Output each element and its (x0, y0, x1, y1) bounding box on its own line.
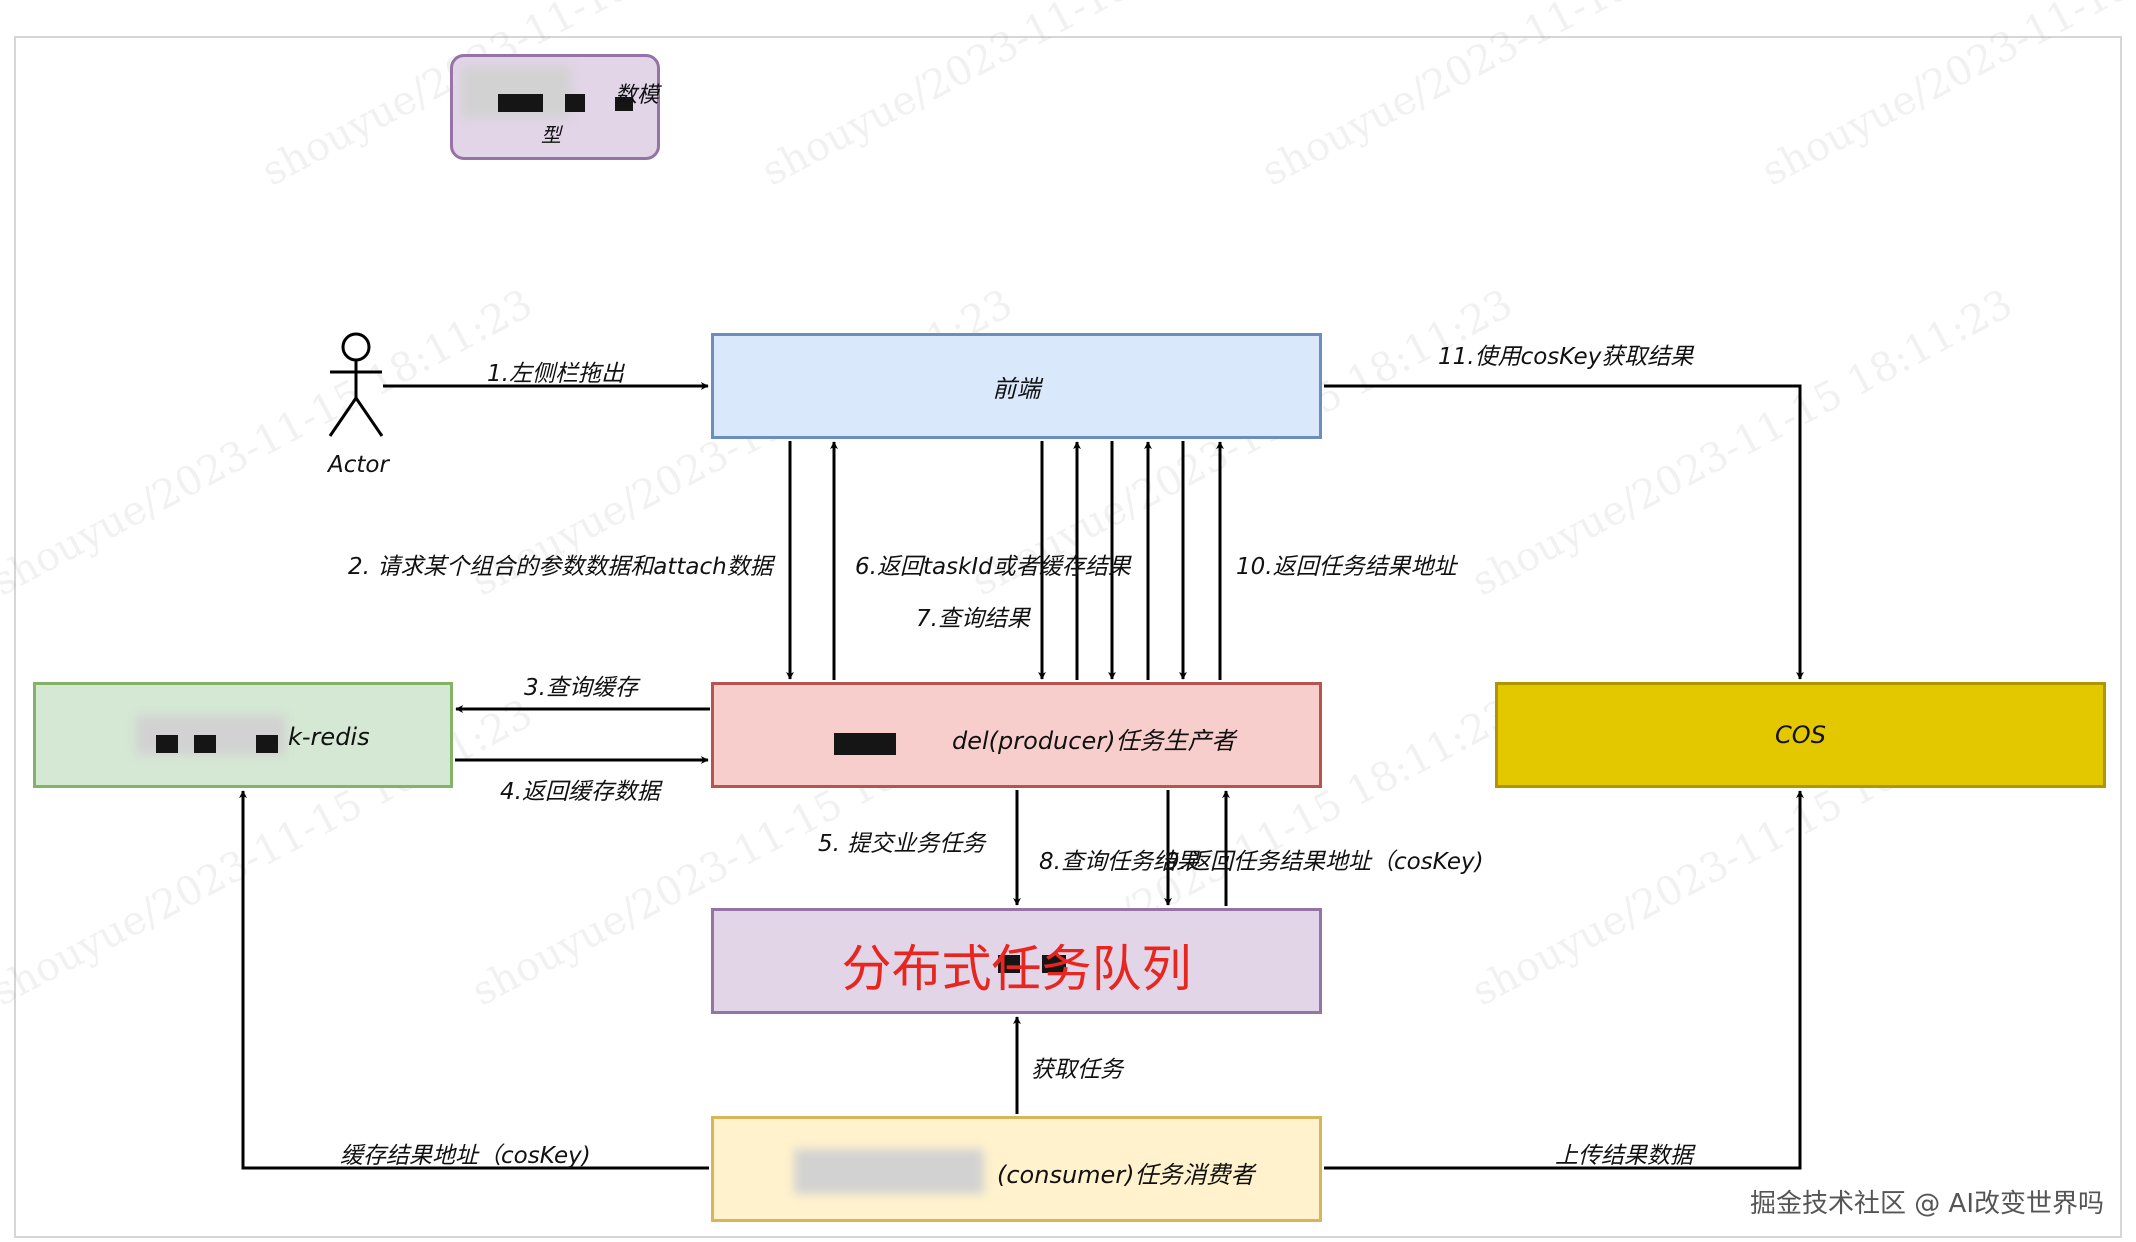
actor-icon (328, 332, 384, 437)
legend-label: 型 (541, 123, 561, 147)
legend-box: 数模 型 (450, 54, 660, 160)
consumer-label: (consumer)任务消费者 (997, 1161, 1255, 1189)
redacted-block (156, 735, 178, 753)
redacted-block (834, 733, 896, 755)
edge-cache-addr-label: 缓存结果地址（cosKey) (340, 1143, 591, 1169)
legend-label: 数模 (615, 83, 660, 108)
redacted-block (615, 97, 633, 111)
cos-box: COS (1495, 682, 2106, 788)
edge-3-label: 3.查询缓存 (524, 675, 638, 701)
producer-box: del(producer)任务生产者 (711, 682, 1322, 788)
edge-upload-label: 上传结果数据 (1555, 1143, 1693, 1169)
diagram-frame (14, 36, 2122, 1238)
edge-cache-addr (239, 790, 709, 1170)
edge-fetch-label: 获取任务 (1031, 1057, 1123, 1083)
actor-label: Actor (328, 452, 389, 478)
queue-box: 分布式任务队列 (711, 908, 1322, 1014)
consumer-box: (consumer)任务消费者 (711, 1116, 1322, 1222)
edge-10-label: 10.返回任务结果地址 (1236, 554, 1457, 580)
redacted-block (998, 955, 1020, 973)
edge-1-label: 1.左侧栏拖出 (487, 361, 624, 387)
edge-8-label: 8.查询任务结果 (1039, 849, 1199, 875)
edge-6-label: 6.返回taskId或者缓存结果 (855, 554, 1131, 580)
edge-upload (1324, 790, 1804, 1170)
cos-label: COS (1775, 721, 1826, 749)
queue-title: 分布式任务队列 (841, 940, 1192, 998)
edge-2-label: 2. 请求某个组合的参数数据和attach数据 (348, 554, 773, 580)
edge-11-label: 11.使用cosKey获取结果 (1438, 344, 1694, 370)
frontend-box: 前端 (711, 333, 1322, 439)
producer-label: del(producer)任务生产者 (952, 727, 1236, 755)
redacted-block (1042, 955, 1066, 973)
redis-label: k-redis (288, 723, 370, 751)
edge-9-label: 9.返回任务结果地址（cosKey) (1165, 849, 1484, 875)
edge-11 (1324, 384, 1804, 680)
edge-4-label: 4.返回缓存数据 (500, 779, 660, 805)
redacted-block (194, 735, 216, 753)
footer-credit: 掘金技术社区 @ AI改变世界吗 (1750, 1189, 2104, 1219)
redacted-block (565, 94, 585, 112)
redacted-block (498, 94, 543, 112)
redacted-area (794, 1149, 984, 1194)
redis-box: k-redis (33, 682, 453, 788)
frontend-label: 前端 (992, 374, 1041, 403)
edge-5-label: 5. 提交业务任务 (818, 831, 986, 857)
redacted-block (256, 735, 278, 753)
edge-7-label: 7.查询结果 (916, 606, 1030, 632)
